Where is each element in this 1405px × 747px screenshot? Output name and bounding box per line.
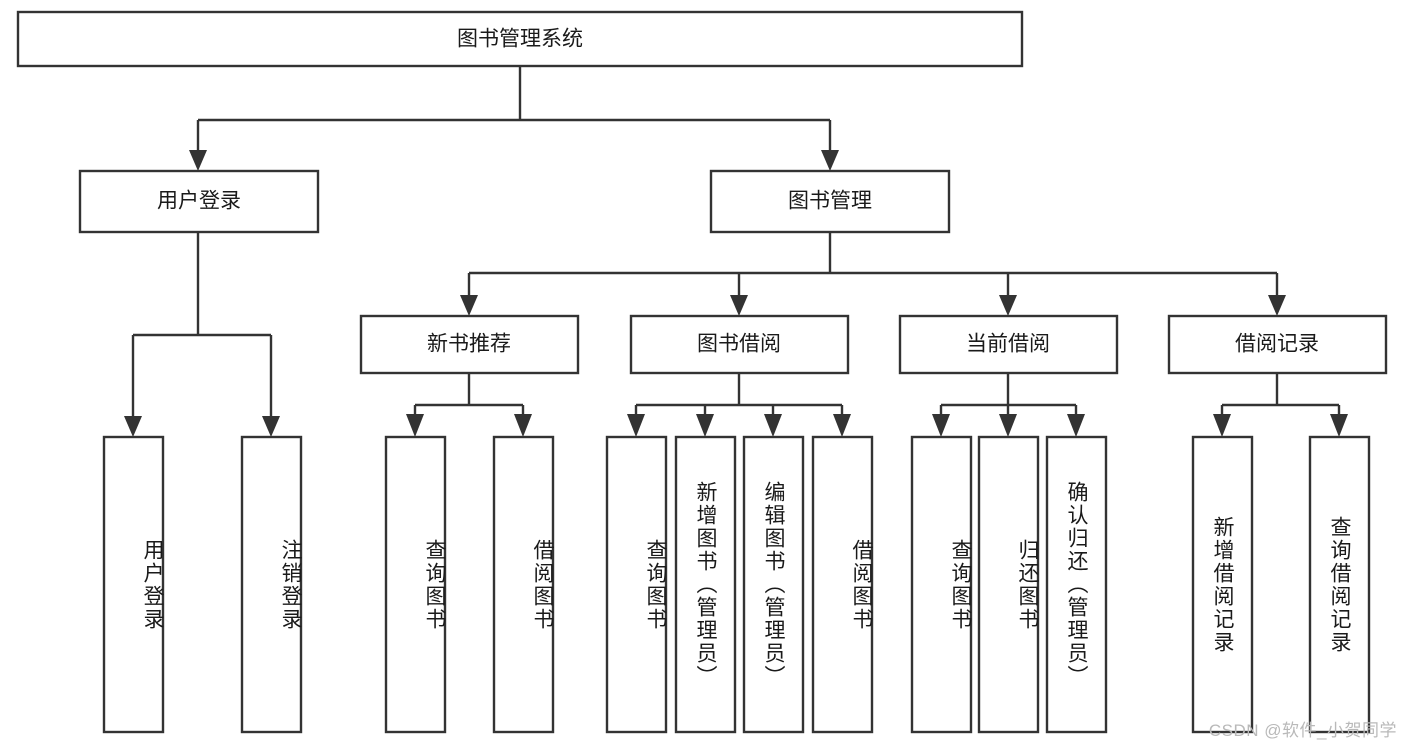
watermark-text: CSDN @软件_小贺同学 bbox=[1208, 721, 1397, 740]
node-user-login-label: 用户登录 bbox=[157, 190, 241, 213]
node-current-borrow-box[interactable] bbox=[898, 314, 1119, 375]
arrow-head-user-login bbox=[189, 150, 207, 171]
node-leaf-edit-book-box[interactable] bbox=[742, 435, 805, 734]
node-leaf-add-record-box[interactable] bbox=[1191, 435, 1254, 734]
connector-group-borrow-record-to-leaves bbox=[1213, 373, 1348, 437]
node-leaf-confirm-return-box[interactable] bbox=[1045, 435, 1108, 734]
connector-group-new-book-recommend-to-leaves bbox=[406, 373, 532, 437]
node-leaf-query-book-3-box[interactable] bbox=[910, 435, 973, 734]
node-book-management[interactable]: 图书管理 bbox=[709, 169, 951, 234]
node-new-book-recommend-box[interactable] bbox=[359, 314, 580, 375]
node-root-label: 图书管理系统 bbox=[457, 28, 583, 51]
arrow-head-leaf-user-logout bbox=[262, 416, 280, 437]
connector-group-root-to-level2 bbox=[189, 66, 839, 171]
node-book-management-box[interactable] bbox=[709, 169, 951, 234]
node-book-borrow[interactable]: 图书借阅 bbox=[629, 314, 850, 375]
connector-group-user-login-to-leaves bbox=[124, 232, 280, 437]
node-leaf-user-logout-box[interactable] bbox=[240, 435, 303, 734]
arrow-head-leaf-query-book-1 bbox=[406, 414, 424, 437]
node-book-borrow-label: 图书借阅 bbox=[697, 333, 781, 356]
node-book-borrow-box[interactable] bbox=[629, 314, 850, 375]
arrow-head-leaf-query-book-2 bbox=[627, 414, 645, 437]
node-leaf-query-record-box[interactable] bbox=[1308, 435, 1371, 734]
node-leaf-user-login-box[interactable] bbox=[102, 435, 165, 734]
arrow-head-leaf-add-record bbox=[1213, 414, 1231, 437]
node-new-book-recommend[interactable]: 新书推荐 bbox=[359, 314, 580, 375]
node-leaf-return-book-box[interactable] bbox=[977, 435, 1040, 734]
node-user-login-box[interactable] bbox=[78, 169, 320, 234]
node-leaf-add-book-box[interactable] bbox=[674, 435, 737, 734]
node-borrow-record-box[interactable] bbox=[1167, 314, 1388, 375]
node-current-borrow-label: 当前借阅 bbox=[966, 333, 1050, 356]
node-borrow-record-label: 借阅记录 bbox=[1235, 333, 1319, 356]
arrow-head-leaf-user-login bbox=[124, 416, 142, 437]
arrow-head-leaf-add-book bbox=[696, 414, 714, 437]
node-leaf-borrow-book-2-box[interactable] bbox=[811, 435, 874, 734]
arrow-head-leaf-query-record bbox=[1330, 414, 1348, 437]
node-leaf-query-book-2-box[interactable] bbox=[605, 435, 668, 734]
arrow-head-leaf-borrow-book-1 bbox=[514, 414, 532, 437]
node-root-box[interactable] bbox=[16, 10, 1024, 68]
connector-group-book-borrow-to-leaves bbox=[627, 373, 851, 437]
node-book-management-label: 图书管理 bbox=[788, 190, 872, 213]
arrow-head-leaf-confirm-return bbox=[1067, 414, 1085, 437]
arrow-head-borrow-record bbox=[1268, 295, 1286, 316]
node-current-borrow[interactable]: 当前借阅 bbox=[898, 314, 1119, 375]
arrow-head-new-book-recommend bbox=[460, 295, 478, 316]
node-borrow-record[interactable]: 借阅记录 bbox=[1167, 314, 1388, 375]
arrow-head-leaf-return-book bbox=[999, 414, 1017, 437]
arrow-head-current-borrow bbox=[999, 295, 1017, 316]
arrow-head-leaf-query-book-3 bbox=[932, 414, 950, 437]
leaf-boxes bbox=[102, 435, 1371, 734]
arrow-head-book-management bbox=[821, 150, 839, 171]
connector-group-book-management-to-level3 bbox=[460, 232, 1286, 316]
connector-group-current-borrow-to-leaves bbox=[932, 373, 1085, 437]
node-root[interactable]: 图书管理系统 bbox=[16, 10, 1024, 68]
node-new-book-recommend-label: 新书推荐 bbox=[427, 333, 511, 356]
arrow-head-leaf-borrow-book-2 bbox=[833, 414, 851, 437]
arrow-head-leaf-edit-book bbox=[764, 414, 782, 437]
node-user-login[interactable]: 用户登录 bbox=[78, 169, 320, 234]
arrow-head-book-borrow bbox=[730, 295, 748, 316]
node-leaf-query-book-1-box[interactable] bbox=[384, 435, 447, 734]
node-leaf-borrow-book-1-box[interactable] bbox=[492, 435, 555, 734]
